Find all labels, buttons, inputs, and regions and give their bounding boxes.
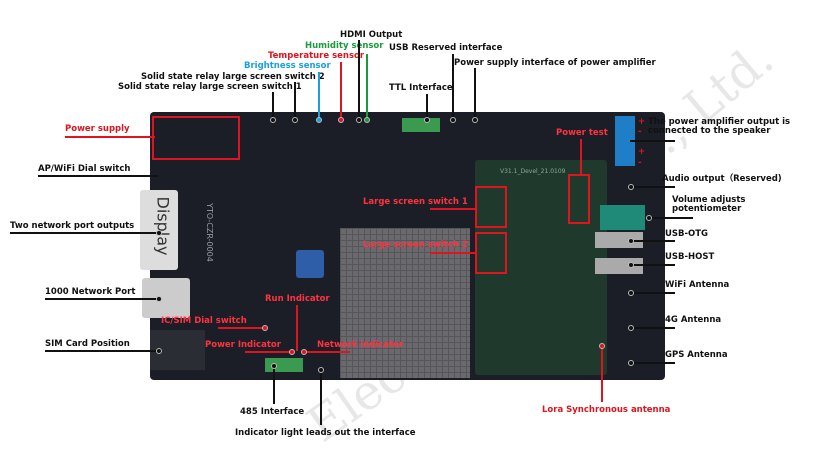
label-power-test: Power test (556, 128, 608, 138)
label-gigabit: 1000 Network Port (45, 287, 136, 297)
label-power-indicator: Power Indicator (205, 340, 281, 350)
chip-logo (296, 250, 324, 278)
label-two-ports: Two network port outputs (10, 221, 135, 231)
version-text: V31.1_Devel_21.0109 (500, 168, 566, 175)
label-usb-host: USB-HOST (665, 252, 715, 262)
power-supply-box (152, 116, 240, 160)
audio-block (615, 116, 635, 166)
label-wifi-antenna: WiFi Antenna (665, 280, 730, 290)
label-ap-wifi: AP/WiFi Dial switch (38, 164, 131, 174)
potentiometer (600, 205, 645, 230)
label-volume: Volume adjusts potentiometer (672, 195, 746, 214)
plus-sign: + (638, 117, 646, 127)
label-ssr1: Solid state relay large screen switch 1 (118, 82, 302, 92)
usb-host-port (595, 258, 643, 274)
plus-sign-2: + (638, 147, 646, 157)
label-network-indicator: Network indicator (317, 340, 404, 350)
label-brightness: Brightness sensor (244, 61, 331, 71)
label-ssr2: Solid state relay large screen switch 2 (141, 72, 325, 82)
label-icsim-switch: IC/SIM Dial switch (161, 316, 247, 326)
label-large-switch-2: Large screen switch 2 (363, 240, 468, 250)
label-run-indicator: Run Indicator (265, 294, 330, 304)
label-power-supply: Power supply (65, 124, 130, 134)
label-4g-antenna: 4G Antenna (665, 315, 722, 325)
label-gps-antenna: GPS Antenna (665, 350, 728, 360)
label-lora: Lora Synchronous antenna (542, 405, 671, 415)
model-text: YTO-CZR-0004 (204, 203, 214, 262)
minus-sign: - (638, 127, 642, 137)
large-switch-2-box (475, 232, 507, 274)
label-audio: Audio output（Reserved) (662, 174, 782, 184)
ttl-terminal (402, 118, 440, 132)
label-amp-power: Power supply interface of power amplifie… (454, 58, 656, 68)
relay-board (475, 160, 607, 375)
label-large-switch-1: Large screen switch 1 (363, 197, 468, 207)
power-test-box (568, 174, 590, 224)
label-usb-otg: USB-OTG (665, 229, 709, 239)
label-sim: SIM Card Position (45, 339, 130, 349)
minus-sign-2: - (638, 158, 642, 168)
label-485: 485 Interface (240, 407, 305, 417)
large-switch-1-box (475, 186, 507, 228)
label-hdmi: HDMI Output (340, 30, 403, 40)
heatsink (340, 228, 470, 378)
label-indicator-leads: Indicator light leads out the interface (235, 428, 416, 438)
label-humidity: Humidity sensor (305, 41, 384, 51)
label-speaker: The power amplifier output is connected … (648, 117, 791, 136)
label-temperature: Temperature sensor (268, 51, 365, 61)
label-usb-reserved: USB Reserved interface (389, 43, 503, 53)
label-ttl: TTL Interface (389, 83, 453, 93)
usb-otg-port (595, 232, 643, 248)
